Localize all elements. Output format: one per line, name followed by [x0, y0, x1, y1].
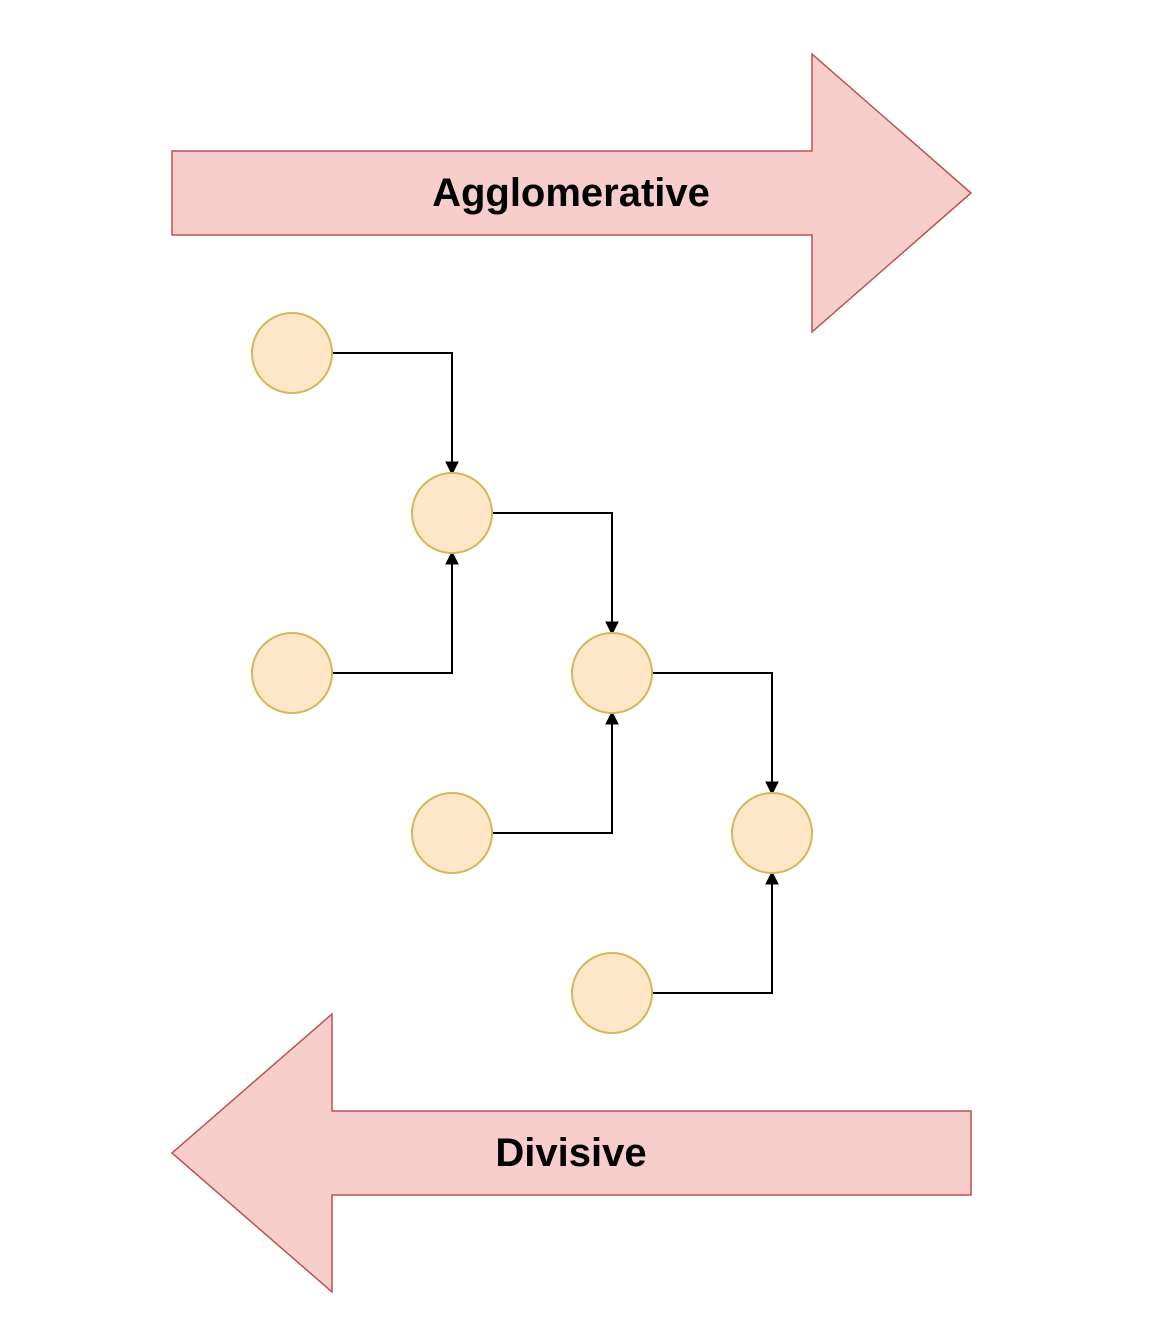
- divisive-arrow-shape: [170, 1012, 972, 1294]
- cluster-node: [571, 632, 653, 714]
- cluster-node: [411, 472, 493, 554]
- arrowhead-n3-n2: [445, 550, 459, 565]
- edge-n4-n6: [652, 672, 773, 782]
- edge-n7-n6: [652, 884, 773, 994]
- agglomerative-arrow-shape: [171, 52, 973, 334]
- agglomerative-label: Agglomerative: [432, 171, 710, 215]
- arrowhead-n2-n4: [605, 621, 619, 636]
- edge-n5-n4: [492, 724, 613, 834]
- cluster-node: [251, 312, 333, 394]
- arrowhead-n1-n2: [445, 461, 459, 476]
- edge-n2-n4: [492, 512, 613, 622]
- edge-n3-n2: [332, 564, 453, 674]
- cluster-node: [571, 952, 653, 1034]
- arrowhead-n4-n6: [765, 781, 779, 796]
- cluster-node: [731, 792, 813, 874]
- edges: [332, 352, 779, 994]
- nodes: [251, 312, 813, 1034]
- cluster-node: [251, 632, 333, 714]
- arrowhead-n7-n6: [765, 870, 779, 885]
- edge-n1-n2: [332, 352, 453, 462]
- arrowhead-n5-n4: [605, 710, 619, 725]
- divisive-label: Divisive: [495, 1131, 646, 1175]
- divisive-arrow: Divisive: [170, 1012, 972, 1294]
- agglomerative-arrow: Agglomerative: [171, 52, 973, 334]
- cluster-node: [411, 792, 493, 874]
